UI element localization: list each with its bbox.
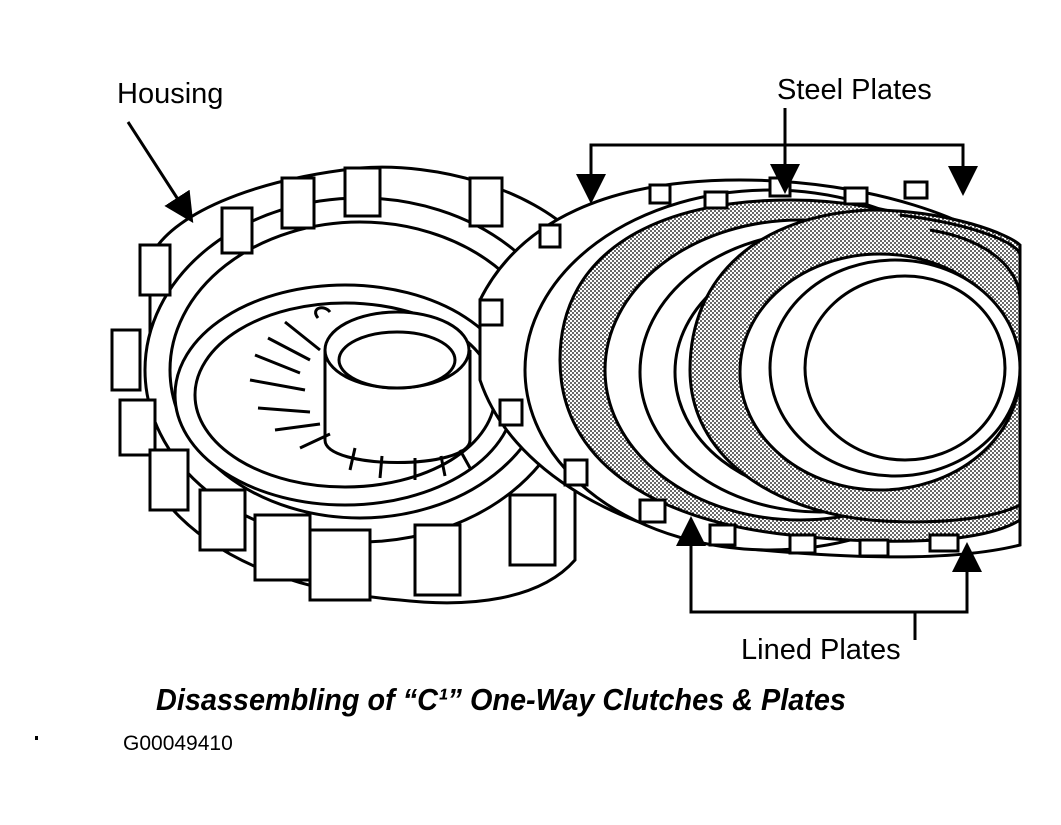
plate-stack: [478, 176, 1022, 559]
housing-arrow: [126, 121, 194, 224]
housing-label: Housing: [117, 78, 224, 110]
housing-drum: [110, 165, 577, 605]
steel-plates-label: Steel Plates: [777, 74, 932, 106]
callout-lines: [126, 108, 982, 640]
scan-speck: [35, 736, 38, 740]
figure-code: G00049410: [123, 732, 233, 755]
figure-caption: Disassembling of “C¹” One-Way Clutches &…: [156, 682, 846, 717]
lined-plates-label: Lined Plates: [741, 634, 901, 666]
